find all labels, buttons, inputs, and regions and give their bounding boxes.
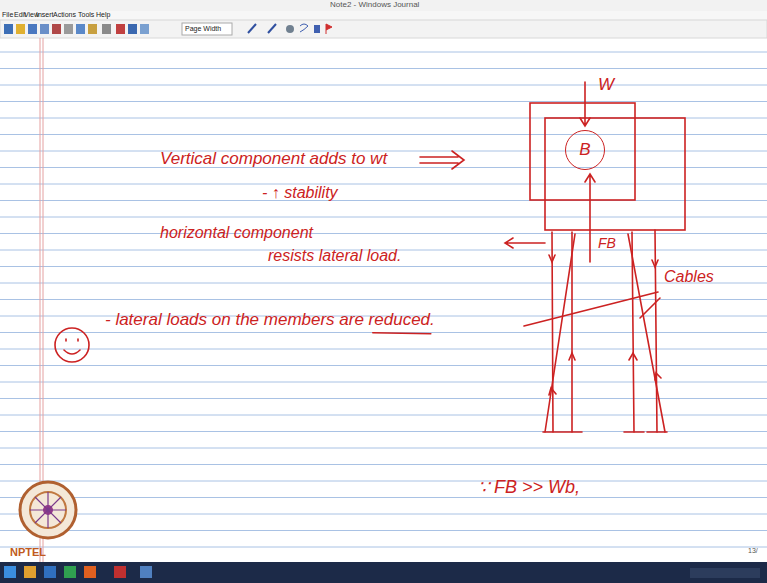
buoyancy-arrow — [585, 174, 595, 262]
menu-item: Insert — [36, 11, 54, 19]
ruled-lines — [0, 52, 767, 547]
menu-item: Actions — [53, 11, 76, 19]
zoom-dropdown: Page Width — [185, 25, 221, 33]
smiley-face — [55, 328, 89, 362]
underline — [373, 333, 431, 334]
handwritten-note: Vertical component adds to wt — [160, 150, 387, 169]
handwritten-note: - ↑ stability — [262, 184, 338, 202]
force-arrowhead — [549, 255, 661, 395]
menu-item: Tools — [78, 11, 94, 19]
horizontal-arrow — [505, 238, 545, 248]
buoyancy-circle: B — [565, 130, 605, 170]
cable-line — [545, 234, 665, 432]
toolbar — [0, 20, 767, 38]
platform-outline — [545, 118, 685, 230]
handwritten-sketch — [55, 82, 685, 432]
handwritten-note: resists lateral load. — [268, 247, 401, 265]
tether-line — [552, 230, 657, 432]
window-title: Note2 - Windows Journal — [330, 1, 419, 10]
handwritten-note: horizontal component — [160, 224, 313, 242]
title-bar — [0, 0, 767, 11]
smiley-face — [64, 339, 80, 354]
taskbar — [0, 562, 767, 583]
toolbar-icons — [4, 23, 332, 35]
part-label: Cables — [664, 268, 714, 286]
menu-item: Help — [96, 11, 110, 19]
menu-bar — [0, 11, 767, 20]
nptel-logo — [20, 482, 76, 538]
force-label: W — [598, 76, 614, 95]
handwritten-note: - lateral loads on the members are reduc… — [105, 311, 435, 330]
leader-line — [524, 292, 660, 326]
menu-item: File — [2, 11, 13, 19]
force-label: FB — [598, 236, 616, 251]
weight-arrow — [580, 82, 590, 126]
implies-arrow — [420, 151, 464, 169]
anchor-base — [543, 431, 667, 433]
logo-text: NPTEL — [10, 546, 46, 558]
handwritten-note: ∵ FB >> Wb, — [478, 478, 580, 498]
page-number: 13/ — [748, 547, 758, 555]
taskbar-icons — [4, 566, 760, 578]
node-label: B — [579, 141, 590, 160]
